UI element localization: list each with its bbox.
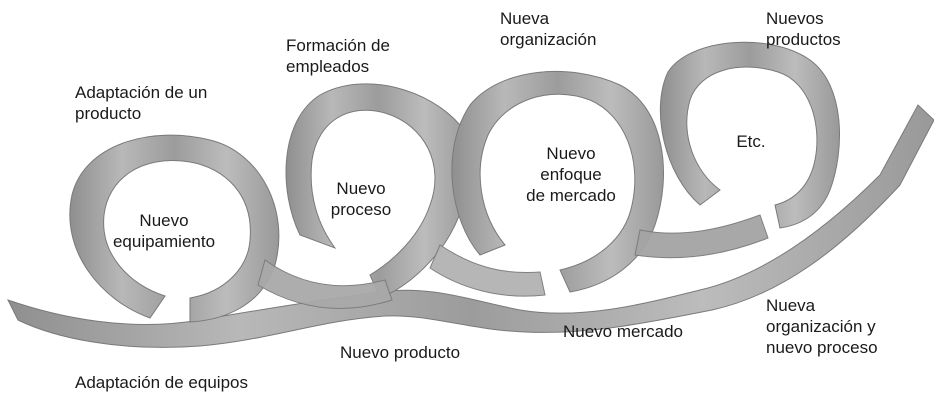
label-line: producto: [75, 104, 142, 123]
label-line: de mercado: [526, 186, 616, 205]
label-nuevo-producto: Nuevo producto: [340, 342, 460, 363]
label-line: empleados: [286, 57, 370, 76]
loop-label-nuevo-enfoque: Nuevo enfoque de mercado: [516, 143, 626, 206]
label-nueva-organizacion-proceso: Nueva organización y nuevo proceso: [766, 295, 878, 358]
label-line: Nueva: [500, 9, 550, 28]
label-line: Nuevo: [546, 144, 596, 163]
label-line: Nuevo producto: [340, 343, 461, 362]
label-nuevos-productos: Nuevos productos: [766, 8, 841, 50]
label-line: productos: [766, 30, 841, 49]
label-line: Nueva: [766, 296, 816, 315]
label-line: Nuevo: [336, 179, 386, 198]
label-line: equipamiento: [112, 232, 216, 251]
label-adaptacion-producto: Adaptación de un producto: [75, 82, 207, 124]
label-line: Etc.: [736, 132, 766, 151]
ribbon-crossovers: [257, 214, 769, 309]
label-line: organización y: [766, 317, 876, 336]
label-line: enfoque: [540, 165, 602, 184]
label-line: Nuevo mercado: [563, 322, 684, 341]
label-line: nuevo proceso: [766, 338, 878, 357]
ribbon-loop-3: [451, 71, 664, 293]
loop-label-nuevo-proceso: Nuevo proceso: [326, 178, 396, 220]
label-nuevo-mercado: Nuevo mercado: [563, 321, 683, 342]
label-line: Formación de: [286, 36, 390, 55]
label-nueva-organizacion: Nueva organización: [500, 8, 596, 50]
loop-label-etc: Etc.: [726, 131, 776, 152]
ribbon-loop-4: [659, 41, 841, 229]
label-adaptacion-equipos: Adaptación de equipos: [75, 372, 248, 393]
label-line: proceso: [330, 200, 392, 219]
label-line: Nuevos: [766, 9, 824, 28]
label-line: Nuevo: [139, 211, 189, 230]
ribbon-loop-1: [69, 134, 280, 323]
label-line: organización: [500, 30, 597, 49]
label-formacion-empleados: Formación de empleados: [286, 35, 390, 77]
loop-label-nuevo-equipamiento: Nuevo equipamiento: [104, 210, 224, 252]
label-line: Adaptación de un: [75, 83, 208, 102]
label-line: Adaptación de equipos: [75, 373, 248, 392]
